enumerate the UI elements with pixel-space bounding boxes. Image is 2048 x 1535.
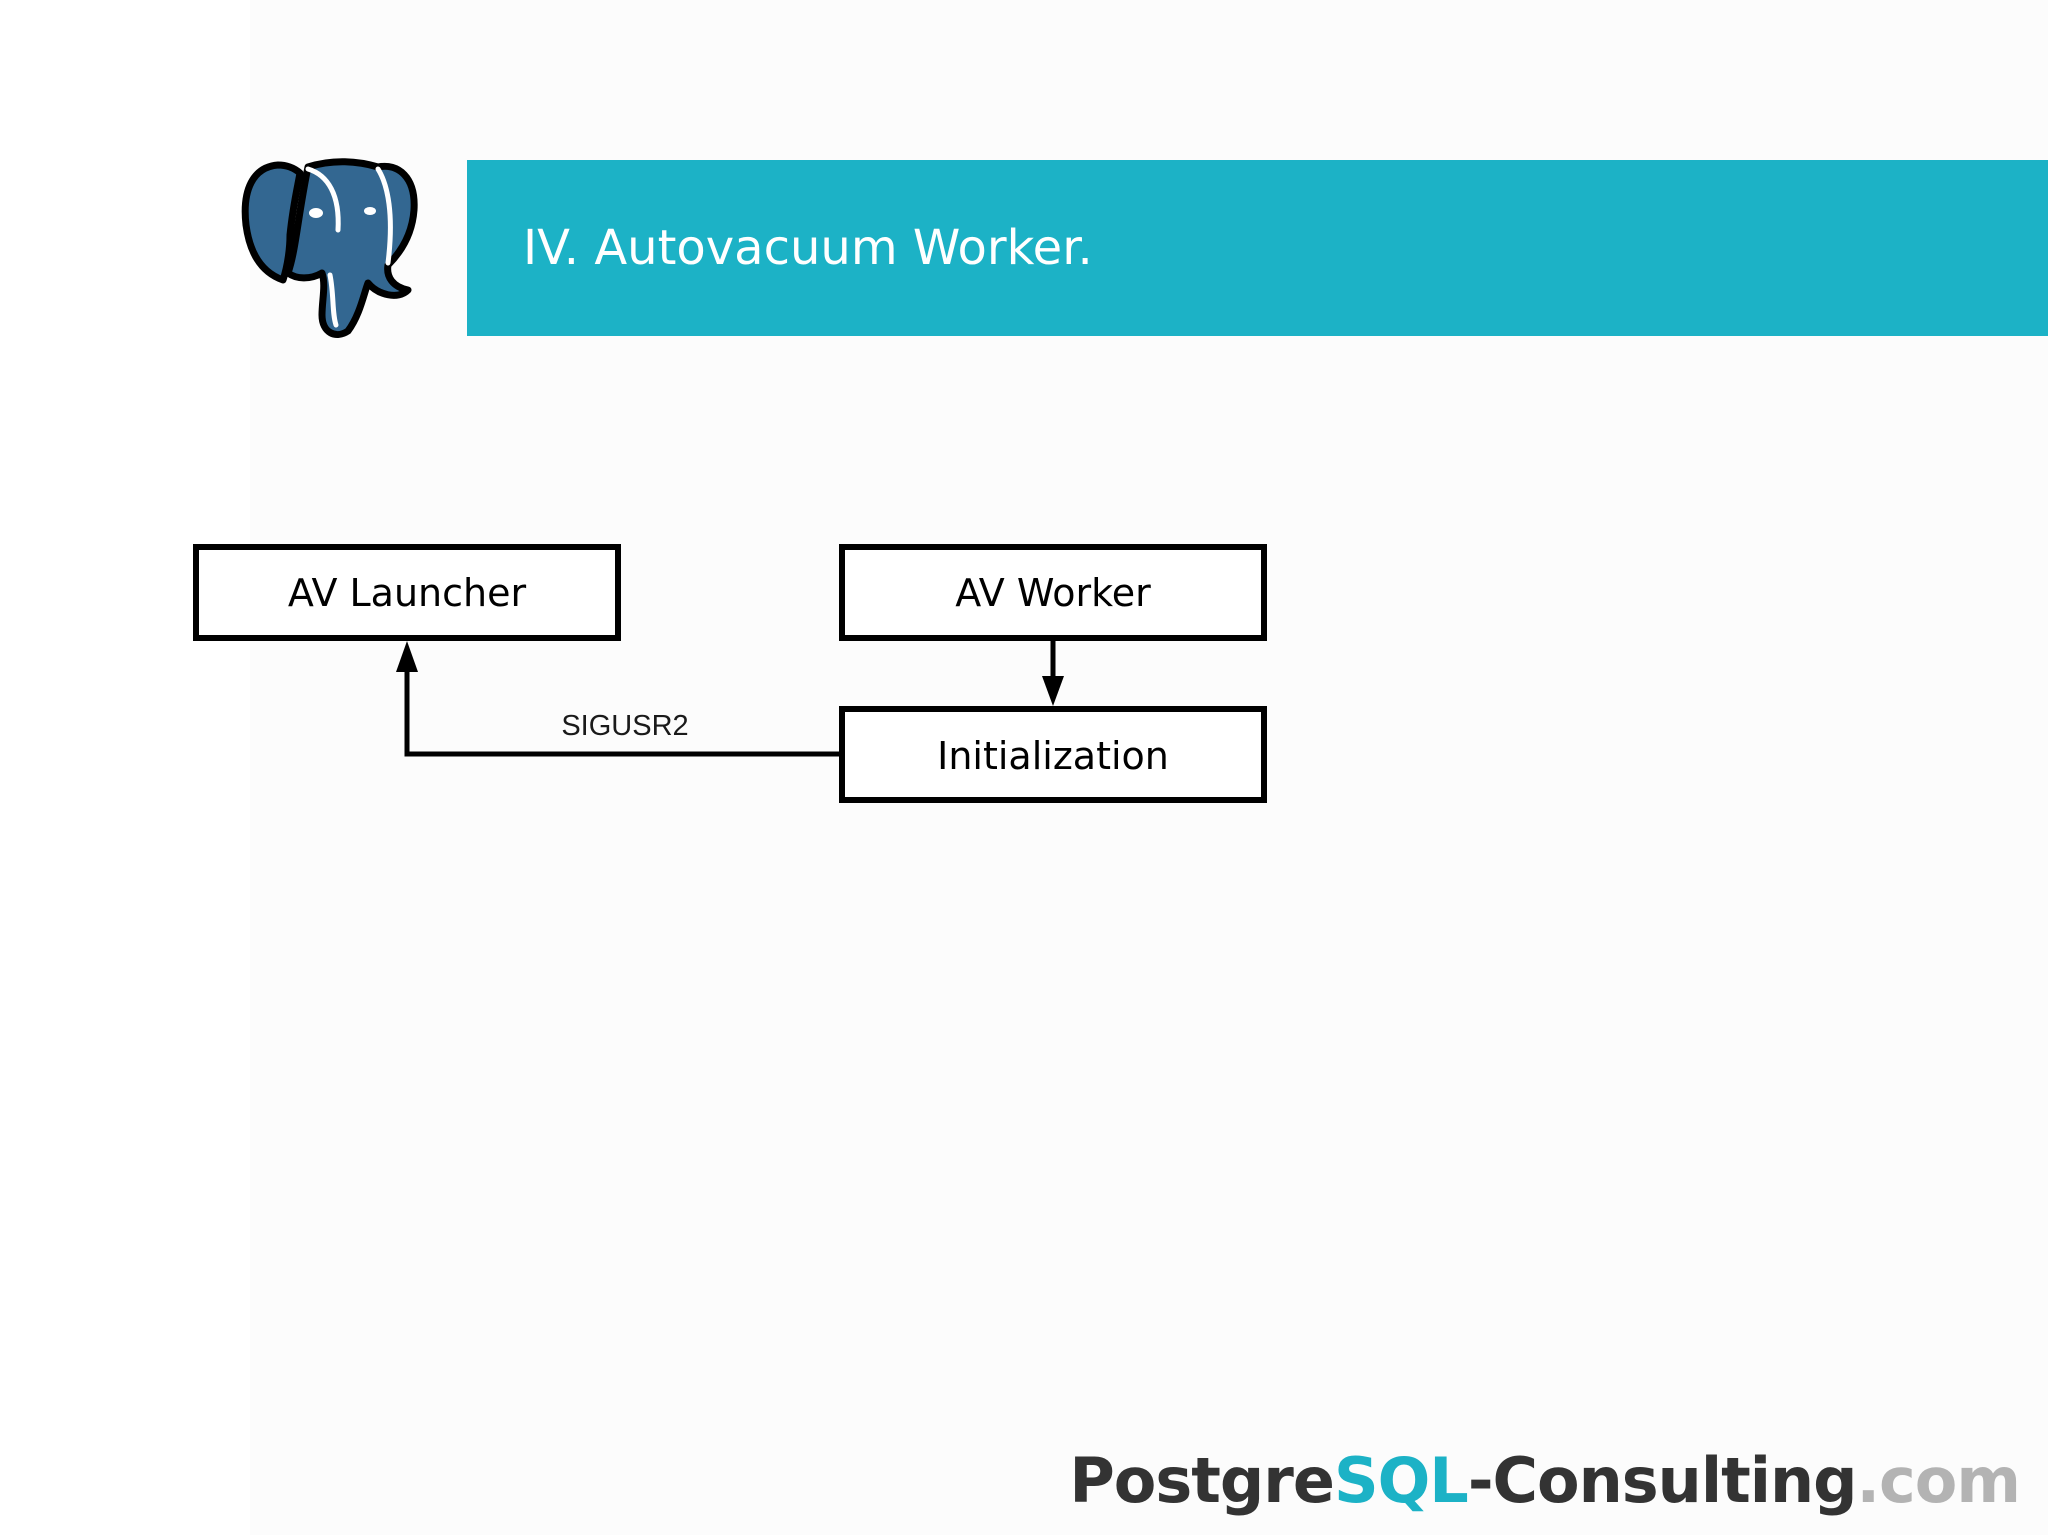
postgresql-elephant-icon bbox=[241, 158, 418, 338]
edge-worker-to-initialization bbox=[1042, 641, 1064, 706]
edge-label-sigusr2: SIGUSR2 bbox=[561, 710, 688, 742]
node-av-launcher-label: AV Launcher bbox=[288, 571, 527, 615]
node-initialization-label: Initialization bbox=[937, 734, 1169, 778]
node-av-worker: AV Worker bbox=[839, 544, 1267, 641]
node-initialization: Initialization bbox=[839, 706, 1267, 803]
node-av-worker-label: AV Worker bbox=[955, 571, 1151, 615]
title-bar: IV. Autovacuum Worker. bbox=[467, 160, 2048, 336]
brand-part-com: .com bbox=[1856, 1444, 2021, 1517]
node-av-launcher: AV Launcher bbox=[193, 544, 621, 641]
slide-title: IV. Autovacuum Worker. bbox=[523, 220, 1093, 276]
footer-brand: PostgreSQL-Consulting.com bbox=[1069, 1444, 2021, 1517]
brand-part-postgre: Postgre bbox=[1069, 1444, 1335, 1517]
brand-part-sql: SQL bbox=[1333, 1444, 1469, 1517]
edge-initialization-to-launcher: SIGUSR2 bbox=[396, 641, 839, 757]
brand-part-consulting: -Consulting bbox=[1467, 1444, 1858, 1517]
